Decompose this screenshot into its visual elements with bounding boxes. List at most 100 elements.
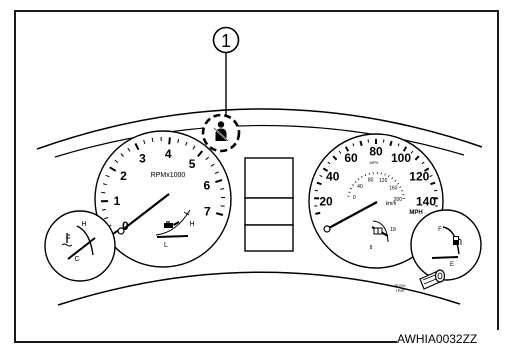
tachometer-sub-gauge-needle: [156, 235, 189, 238]
speedometer-tick: [410, 150, 414, 154]
speedometer-tick: [316, 181, 322, 186]
tachometer-number: 4: [165, 147, 172, 161]
tachometer-tick: [104, 217, 109, 220]
speedometer-tick: [423, 167, 430, 172]
fuel-empty-label: E: [450, 262, 454, 268]
speedometer-tick: [332, 155, 338, 161]
tachometer-number: 6: [203, 178, 210, 192]
sub-gauge-high-value: 18: [390, 227, 396, 233]
temperature-low-label: C: [74, 256, 79, 263]
tachometer-number: 7: [204, 204, 211, 218]
speedometer-kmh-unit: km/h: [386, 201, 397, 207]
fuel-gauge-face: [410, 209, 482, 281]
temperature-gauge: H C: [44, 210, 116, 282]
speedometer-kmh-number: 0: [353, 195, 356, 201]
speedometer-kmh-number: 160: [389, 186, 398, 192]
speedometer-mph-unit: MPH: [409, 210, 422, 216]
speedometer-tick: [344, 146, 350, 152]
speedometer-mph-number: 60: [344, 151, 358, 165]
tachometer-tick: [102, 183, 107, 186]
speedometer-kmh-tick: [364, 174, 367, 177]
speedometer-kmh-tick: [354, 180, 357, 183]
tachometer-tick: [105, 174, 110, 178]
tachometer-hub: [117, 227, 125, 235]
speedometer-mph-number: 140: [416, 195, 436, 209]
tachometer-tick: [177, 138, 180, 144]
callout-circle: [212, 26, 240, 54]
speedometer-kmh-tick: [352, 184, 354, 186]
dashboard-top-arc: [36, 108, 483, 150]
speedometer-ticks: [314, 139, 438, 215]
speedometer-tick: [315, 211, 321, 215]
speedometer-kmh-tick: [360, 175, 363, 178]
speedometer-kmh-tick: [384, 173, 386, 176]
speedometer-kmh-tick: [400, 190, 404, 192]
fuel-full-label: F: [438, 227, 442, 233]
speedometer-kmh-ticks: [347, 171, 405, 199]
tachometer-number: 1: [114, 194, 121, 208]
speedometer-tick: [421, 161, 425, 165]
fuel-needle: [431, 256, 459, 259]
speedometer-mph-number: 100: [391, 151, 411, 165]
speedometer-kmh-number: 80: [368, 178, 374, 184]
speedometer-tick: [414, 155, 420, 161]
speedometer-hub: [323, 225, 331, 233]
oil-can-icon: [164, 221, 179, 228]
tachometer-number: 2: [120, 169, 127, 183]
speedometer-tick: [434, 189, 438, 192]
tachometer-tick: [185, 141, 188, 146]
speedometer-tick: [429, 174, 433, 178]
speedometer-sub-gauge-arc: [372, 220, 389, 243]
sub-gauge-low-value: 8: [370, 245, 373, 251]
speedometer-tick: [430, 181, 436, 186]
speedometer-tick: [397, 143, 400, 147]
tachometer-tick: [168, 137, 171, 145]
tachometer-tick: [134, 143, 140, 151]
tachometer-tick: [214, 171, 219, 174]
speedometer-kmh-tick: [391, 177, 394, 180]
speedometer-mph-unit-small: MPH: [370, 160, 379, 165]
speedometer-kmh-tick: [394, 179, 397, 182]
center-display-lower: [244, 224, 294, 252]
tachometer-tick: [120, 153, 124, 157]
speedometer-kmh-number: 40: [357, 184, 363, 190]
figure-frame: [14, 10, 499, 343]
speedometer-mph-number: 40: [326, 170, 340, 184]
temperature-scale-arc: [76, 225, 94, 256]
speedometer-mph-number: 80: [369, 145, 383, 159]
tachometer-tick: [109, 166, 117, 172]
trip-reset-knob: PUSH TRIP: [394, 269, 446, 293]
tachometer-tick: [114, 159, 119, 163]
fuel-pump-icon: [453, 236, 462, 245]
speedometer-tick: [338, 150, 342, 154]
tachometer-number: 0: [122, 219, 129, 233]
tachometer-tick: [143, 139, 146, 145]
speedometer-tick: [352, 143, 355, 147]
trip-button-label-1: PUSH: [394, 283, 405, 288]
speedometer-kmh-number: 200: [394, 197, 403, 203]
tachometer-needle: [120, 193, 170, 232]
sub-gauge-high-label: H: [189, 221, 194, 228]
callout-number: 1: [221, 31, 231, 51]
speedometer-kmh-tick: [397, 182, 400, 185]
speedometer-tick: [359, 140, 363, 147]
speedometer-tick: [389, 140, 393, 147]
speedometer-tick: [322, 167, 329, 172]
center-display-upper: [244, 157, 294, 199]
tachometer-tick: [151, 137, 154, 142]
fuel-gauge: F E: [410, 209, 482, 281]
tachometer-tick: [220, 188, 225, 190]
tachometer-number: 3: [139, 151, 146, 165]
speedometer-tick: [319, 174, 323, 178]
tachometer-unit-label: RPMx1000: [151, 172, 186, 179]
temperature-needle: [67, 237, 96, 260]
speedometer-needle: [326, 201, 378, 230]
temperature-gauge-face: [44, 210, 116, 282]
sub-gauge-low-label: L: [164, 242, 168, 249]
speedometer-kmh-number: 120: [379, 178, 388, 184]
fuel-scale-arc: [442, 226, 460, 255]
